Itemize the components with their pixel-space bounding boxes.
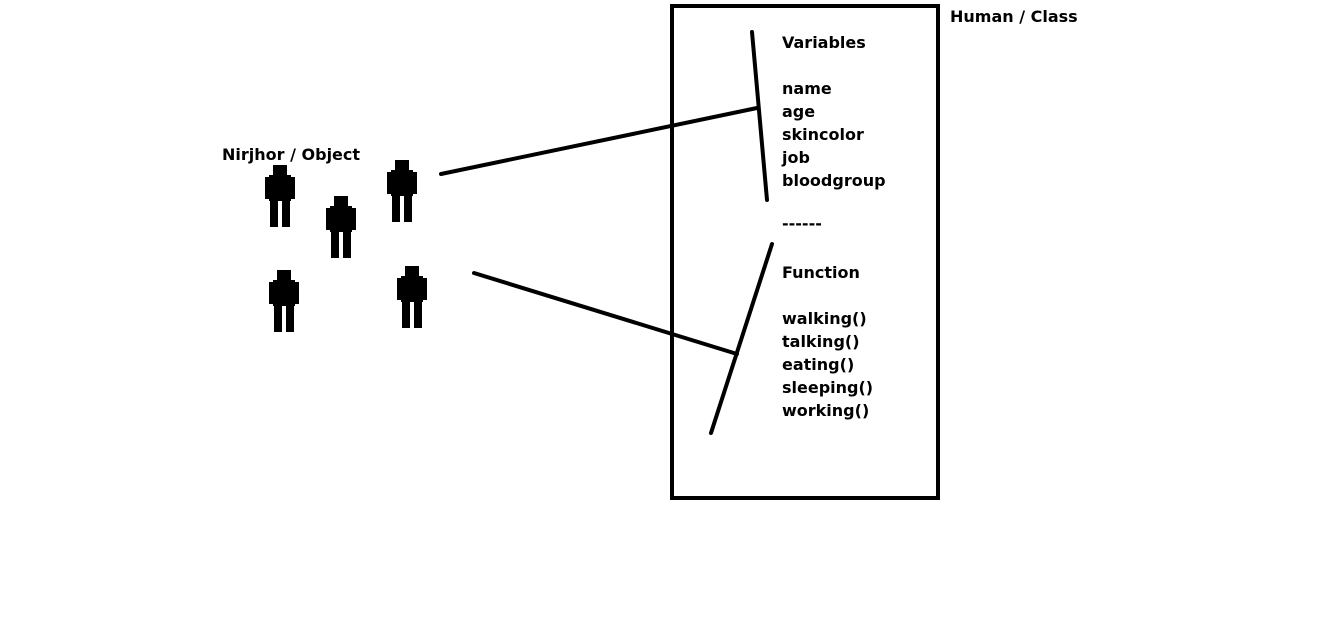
- variable-item: age: [782, 102, 816, 121]
- person-icon: [387, 160, 417, 222]
- function-item: walking(): [782, 309, 867, 328]
- function-item: sleeping(): [782, 378, 874, 397]
- variable-item: bloodgroup: [782, 171, 886, 190]
- person-icon: [397, 266, 427, 328]
- functions-section: Function walking() talking() eating() sl…: [782, 261, 873, 422]
- variable-item: name: [782, 79, 832, 98]
- person-icon: [269, 270, 299, 332]
- variable-item: job: [782, 148, 810, 167]
- function-item: working(): [782, 401, 870, 420]
- class-box: [670, 4, 940, 500]
- function-item: talking(): [782, 332, 860, 351]
- variable-item: skincolor: [782, 125, 864, 144]
- class-title: Human / Class: [950, 7, 1078, 26]
- section-separator: ------: [782, 214, 822, 233]
- functions-heading: Function: [782, 263, 860, 282]
- person-icon: [265, 165, 295, 227]
- variables-heading: Variables: [782, 33, 866, 52]
- variables-section: Variables name age skincolor job bloodgr…: [782, 31, 886, 192]
- function-item: eating(): [782, 355, 855, 374]
- object-title: Nirjhor / Object: [222, 145, 361, 164]
- person-icon: [326, 196, 356, 258]
